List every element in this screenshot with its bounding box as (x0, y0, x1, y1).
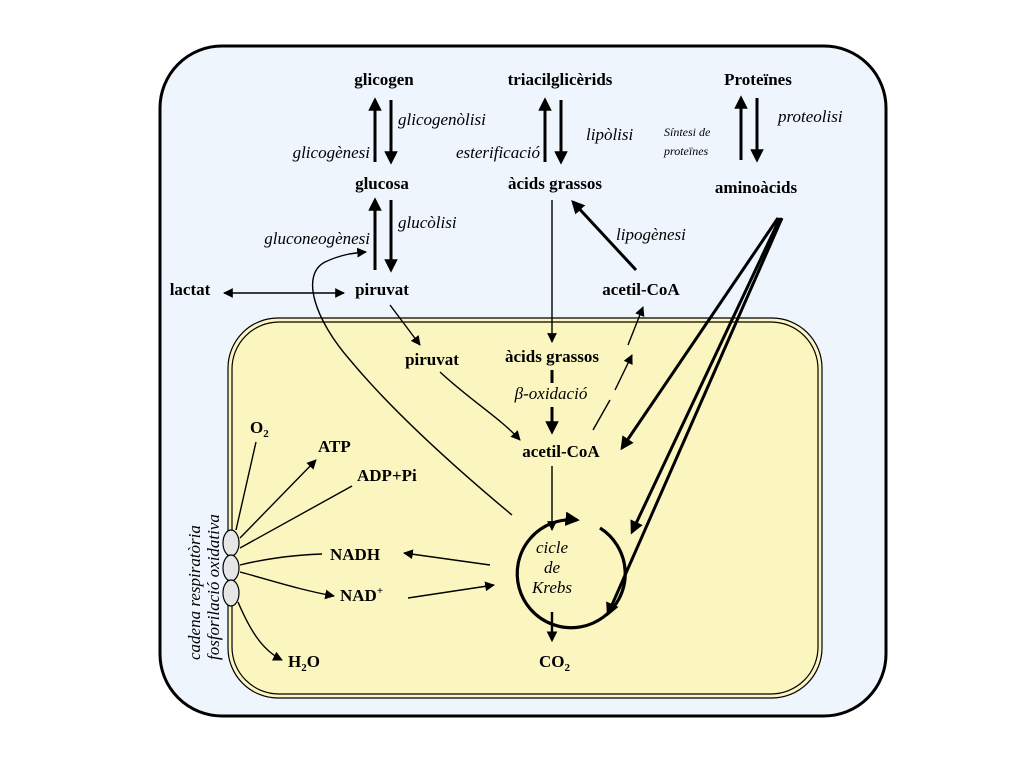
glucolisi-label: glucòlisi (398, 213, 457, 232)
atp-label: ATP (318, 437, 351, 456)
sintesi-label-line1: Síntesi de (664, 125, 711, 139)
gluconeogenesi-label: gluconeogènesi (264, 229, 370, 248)
glicogen-label: glicogen (354, 70, 414, 89)
beta-oxidacio-label: β-oxidació (514, 384, 588, 403)
aminoacids-to-krebs-arrow2 (606, 217, 784, 617)
acids-grassos-top-label: àcids grassos (508, 174, 602, 193)
nadh-to-chain-line (239, 553, 323, 566)
mitochondrion-inner (231, 321, 819, 695)
krebs-to-nadh-arrow (403, 549, 491, 566)
proteines-label: Proteïnes (724, 70, 792, 89)
complex-1 (222, 529, 240, 557)
piruvat-mito-label: piruvat (405, 350, 459, 369)
adp-pi-label: ADP+Pi (357, 466, 417, 485)
acetil-export-seg3 (627, 306, 645, 346)
glicogenolisi-label: glicogenòlisi (398, 110, 486, 129)
lactat-label: lactat (170, 280, 211, 299)
chain-to-h2o-arrow (237, 601, 283, 661)
co2-label: CO2 (539, 652, 571, 674)
esterificacio-label: esterificació (456, 143, 541, 162)
de-label: de (544, 558, 561, 577)
glicogenesi-label: glicogènesi (293, 143, 371, 162)
piruvat-top-label: piruvat (355, 280, 409, 299)
h2o-label: H2O (288, 652, 320, 674)
aminoacids-label: aminoàcids (715, 178, 798, 197)
acetil-coa-mito-label: acetil-CoA (522, 442, 600, 461)
piruvat-transport-arrow (389, 304, 421, 346)
nad-to-krebs-arrow (407, 581, 495, 599)
aminoacids-to-acetil-arrow (620, 217, 780, 451)
acetil-coa-top-label: acetil-CoA (602, 280, 680, 299)
mitochondrion-outer (227, 317, 823, 699)
aminoacids-to-krebs-arrow1 (630, 217, 782, 535)
chain-to-atp-arrow (239, 459, 317, 539)
complex-2 (222, 554, 240, 582)
acetil-export-seg2 (614, 354, 633, 391)
o2-label: O2 (250, 418, 269, 440)
lipogenesi-label: lipogènesi (616, 225, 686, 244)
triacilglicerids-label: triacilglicèrids (508, 70, 613, 89)
adp-to-chain-line (239, 485, 353, 549)
o2-to-chain-line (235, 441, 257, 531)
piruvat-to-acetil-arrow (439, 371, 521, 441)
acetil-export-seg1 (592, 399, 611, 431)
nad-label: NAD+ (340, 585, 383, 605)
krebs-label: Krebs (531, 578, 572, 597)
proteolisi-label: proteolisi (777, 107, 843, 126)
glucosa-label: glucosa (355, 174, 409, 193)
complex-3 (222, 579, 240, 607)
chain-to-nad-arrow (239, 571, 335, 600)
cadena-label-line2: fosforilació oxidativa (204, 514, 223, 660)
cadena-label-line1: cadena respiratòria (185, 525, 204, 660)
sintesi-label-line2: proteïnes (663, 144, 709, 158)
krebs-cycle-circle (515, 511, 627, 630)
lipolisi-label: lipòlisi (586, 125, 634, 144)
oxaloacetat-return-curve (311, 247, 513, 516)
nadh-label: NADH (330, 545, 380, 564)
acids-grassos-mito-label: àcids grassos (505, 347, 599, 366)
cicle-label: cicle (536, 538, 569, 557)
lipogenesi-arrow (571, 200, 638, 272)
